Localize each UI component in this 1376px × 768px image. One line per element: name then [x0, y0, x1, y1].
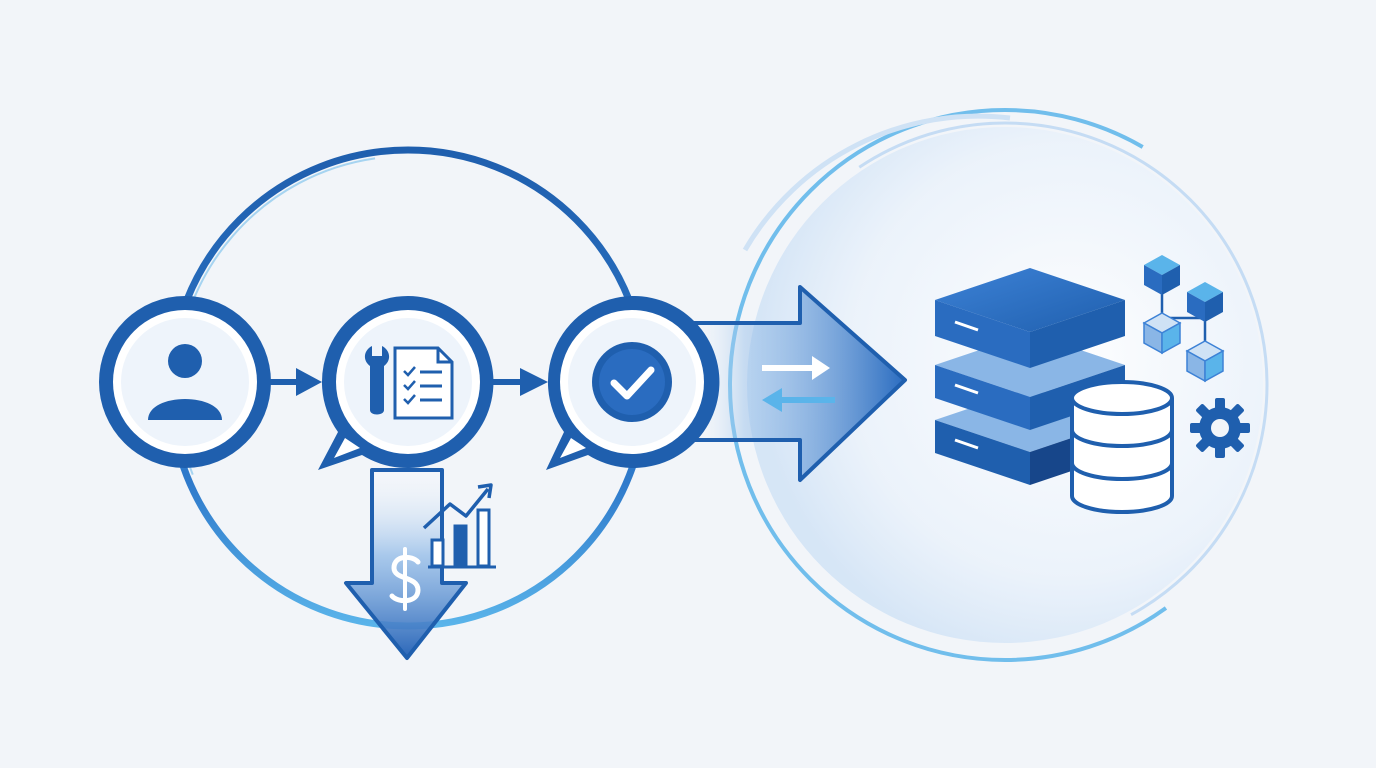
step-user-node[interactable]	[99, 296, 271, 468]
step-approved-node[interactable]	[546, 295, 720, 470]
connector-arrow-1	[270, 368, 322, 396]
user-icon	[148, 344, 222, 420]
gear-icon	[1190, 398, 1250, 458]
step-service-node[interactable]	[318, 296, 494, 470]
cube-2	[1187, 282, 1223, 322]
globe-arc	[742, 113, 1011, 252]
wrench-checklist-icon	[364, 346, 454, 420]
check-circle-icon	[592, 342, 672, 422]
bar-chart-trend-up-icon	[422, 483, 496, 569]
connector-arrow-2	[492, 368, 548, 396]
cubes-network-icon	[1142, 255, 1225, 383]
transfer-arrow	[688, 285, 907, 482]
cube-3	[1142, 312, 1182, 355]
database-icon	[1070, 380, 1174, 514]
server-stack-icon	[935, 268, 1125, 485]
globe-inner-ring	[741, 121, 1269, 649]
cube-4	[1185, 340, 1225, 383]
cost-down-arrow	[344, 468, 468, 660]
dollar-sign-icon	[389, 547, 421, 611]
cube-1	[1144, 255, 1180, 295]
two-way-arrows-icon	[762, 356, 835, 412]
